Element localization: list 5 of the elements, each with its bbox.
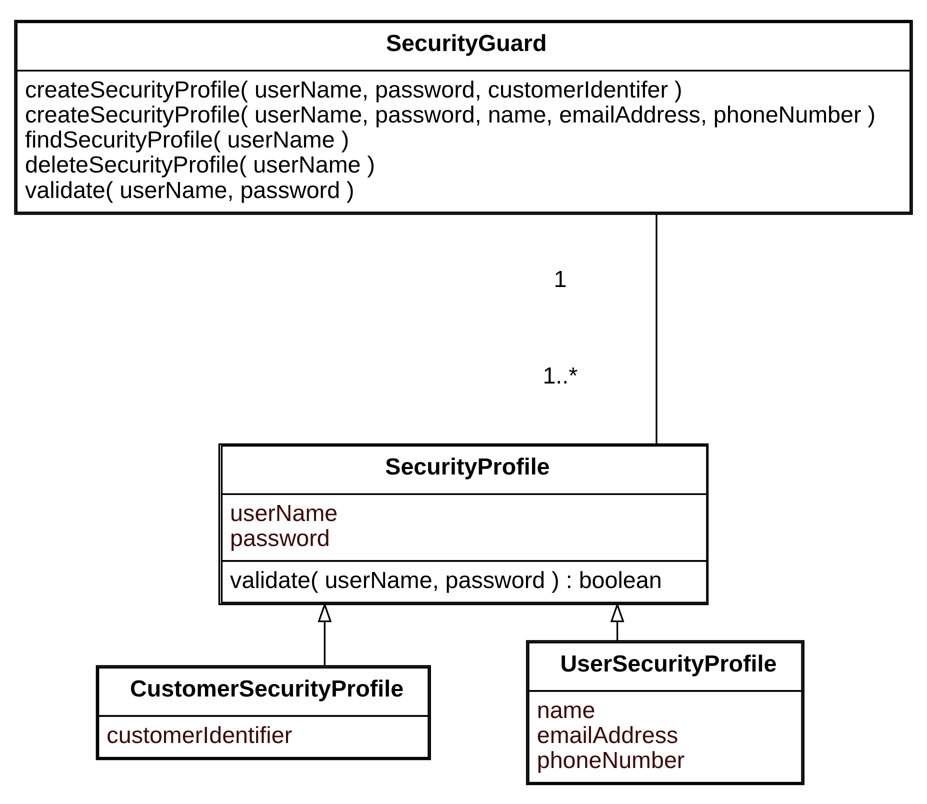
arrow [318, 602, 332, 666]
arrow [610, 602, 624, 640]
label: 1 [554, 265, 567, 292]
connector [656, 214, 658, 444]
label: 1..* [542, 362, 578, 388]
